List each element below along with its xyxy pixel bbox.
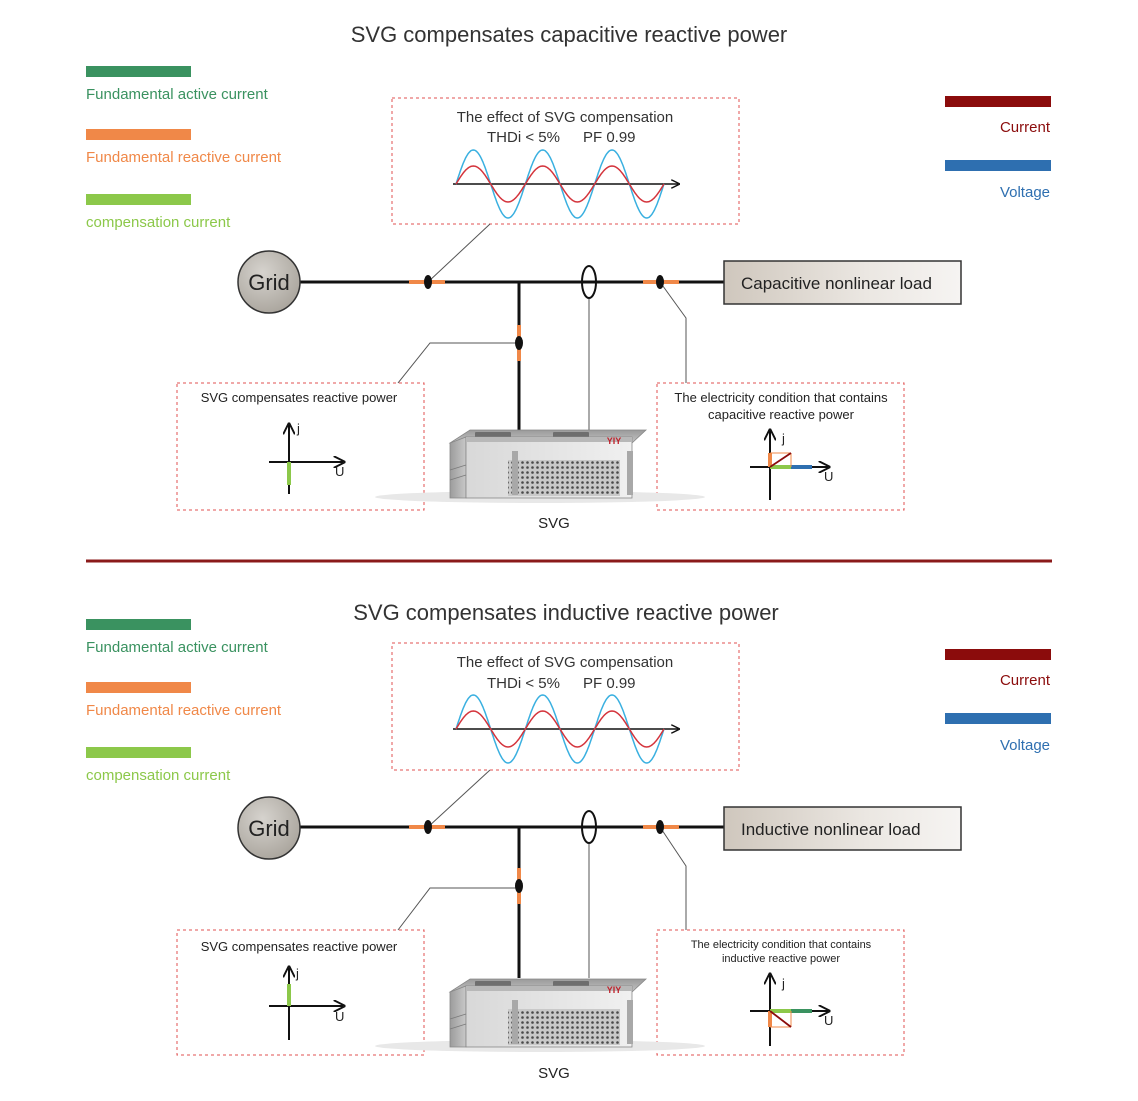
u-axis-label: U	[824, 469, 833, 484]
compensation-current-label: compensation current	[86, 214, 231, 231]
device-label: SVG	[538, 515, 570, 532]
u-axis-label: U	[335, 464, 344, 479]
svg-box-title: SVG compensates reactive power	[201, 939, 398, 954]
svg-vector-box: SVG compensates reactive power j U	[176, 929, 425, 1056]
load-current-sensor	[656, 275, 664, 289]
pf-value: PF 0.99	[583, 675, 636, 692]
svg-vector-box-border	[176, 382, 425, 511]
current-swatch	[945, 96, 1051, 107]
j-axis-label: j	[781, 431, 785, 446]
section-inductive: SVG compensates inductive reactive power…	[86, 600, 1051, 1082]
svg-leader-line	[397, 342, 519, 384]
section-capacitive: SVG compensates capacitive reactive powe…	[86, 22, 1051, 532]
load-box	[723, 806, 962, 851]
grid-label: Grid	[248, 270, 290, 295]
effect-title: The effect of SVG compensation	[457, 654, 674, 671]
compensation-current-label: compensation current	[86, 767, 231, 784]
effect-box-border	[391, 642, 740, 771]
grid-label: Grid	[248, 816, 290, 841]
legend-left: Fundamental active current Fundamental r…	[86, 66, 282, 231]
svg-box-title: SVG compensates reactive power	[201, 390, 398, 405]
current-vector	[769, 1010, 792, 1028]
reactive-current-swatch	[86, 129, 191, 140]
pf-value: PF 0.99	[583, 129, 636, 146]
current-swatch	[945, 649, 1051, 660]
current-vector	[769, 452, 792, 468]
active-current-swatch	[86, 619, 191, 630]
u-axis-label: U	[824, 1013, 833, 1028]
condition-leader-line	[659, 826, 687, 930]
thdi-value: THDi < 5%	[487, 675, 560, 692]
compensation-current-swatch	[86, 194, 191, 205]
svg-device: YIY	[375, 978, 705, 1052]
current-transformer	[581, 810, 597, 844]
thdi-value: THDi < 5%	[487, 129, 560, 146]
load-label: Inductive nonlinear load	[741, 820, 921, 839]
section-title: SVG compensates inductive reactive power	[353, 600, 779, 625]
reactive-current-label: Fundamental reactive current	[86, 702, 282, 719]
active-current-label: Fundamental active current	[86, 639, 269, 656]
current-wave	[455, 165, 665, 203]
grid-node	[237, 250, 301, 314]
condition-line-2: capacitive reactive power	[708, 407, 855, 422]
condition-line-2: inductive reactive power	[722, 953, 840, 965]
condition-leader-line	[659, 281, 687, 383]
active-current-swatch	[86, 66, 191, 77]
compensation-current-swatch	[86, 747, 191, 758]
active-current-label: Fundamental active current	[86, 86, 269, 103]
j-axis-label: j	[781, 976, 785, 991]
legend-right: Current Voltage	[945, 96, 1051, 201]
legend-right: Current Voltage	[945, 649, 1051, 754]
device-brand: YIY	[607, 436, 622, 446]
device-brand: YIY	[607, 985, 622, 995]
voltage-swatch	[945, 160, 1051, 171]
effect-box-border	[391, 97, 740, 225]
condition-vector-box: The electricity condition that contains …	[656, 929, 905, 1056]
effect-leader-line	[427, 769, 491, 828]
grid-node	[237, 796, 301, 860]
legend-left: Fundamental active current Fundamental r…	[86, 619, 282, 784]
effect-leader-line	[427, 223, 491, 283]
j-axis-label: j	[296, 421, 300, 436]
device-label: SVG	[538, 1065, 570, 1082]
svg-current-sensor	[515, 879, 523, 893]
condition-line-1: The electricity condition that contains	[674, 390, 888, 405]
section-title: SVG compensates capacitive reactive powe…	[351, 22, 788, 47]
reactive-current-label: Fundamental reactive current	[86, 149, 282, 166]
condition-box-border	[656, 382, 905, 511]
u-axis-label: U	[335, 1009, 344, 1024]
reactive-current-swatch	[86, 682, 191, 693]
svg-leader-line	[397, 887, 519, 931]
effect-title: The effect of SVG compensation	[457, 109, 674, 126]
voltage-label: Voltage	[1000, 184, 1050, 201]
load-label: Capacitive nonlinear load	[741, 274, 932, 293]
current-transformer	[581, 265, 597, 299]
voltage-swatch	[945, 713, 1051, 724]
grid-current-sensor	[424, 275, 432, 289]
current-label: Current	[1000, 119, 1051, 136]
effect-box: The effect of SVG compensation THDi < 5%…	[391, 642, 740, 771]
current-wave	[455, 710, 665, 748]
grid-current-sensor	[424, 820, 432, 834]
load-box	[723, 260, 962, 305]
condition-vector-box: The electricity condition that contains …	[656, 382, 905, 511]
current-label: Current	[1000, 672, 1051, 689]
svg-vector-box: SVG compensates reactive power j U	[176, 382, 425, 511]
load-current-sensor	[656, 820, 664, 834]
svg-device: YIY	[375, 429, 705, 503]
effect-box: The effect of SVG compensation THDi < 5%…	[391, 97, 740, 225]
condition-line-1: The electricity condition that contains	[691, 939, 872, 951]
voltage-label: Voltage	[1000, 737, 1050, 754]
j-axis-label: j	[295, 966, 299, 981]
svg-current-sensor	[515, 336, 523, 350]
